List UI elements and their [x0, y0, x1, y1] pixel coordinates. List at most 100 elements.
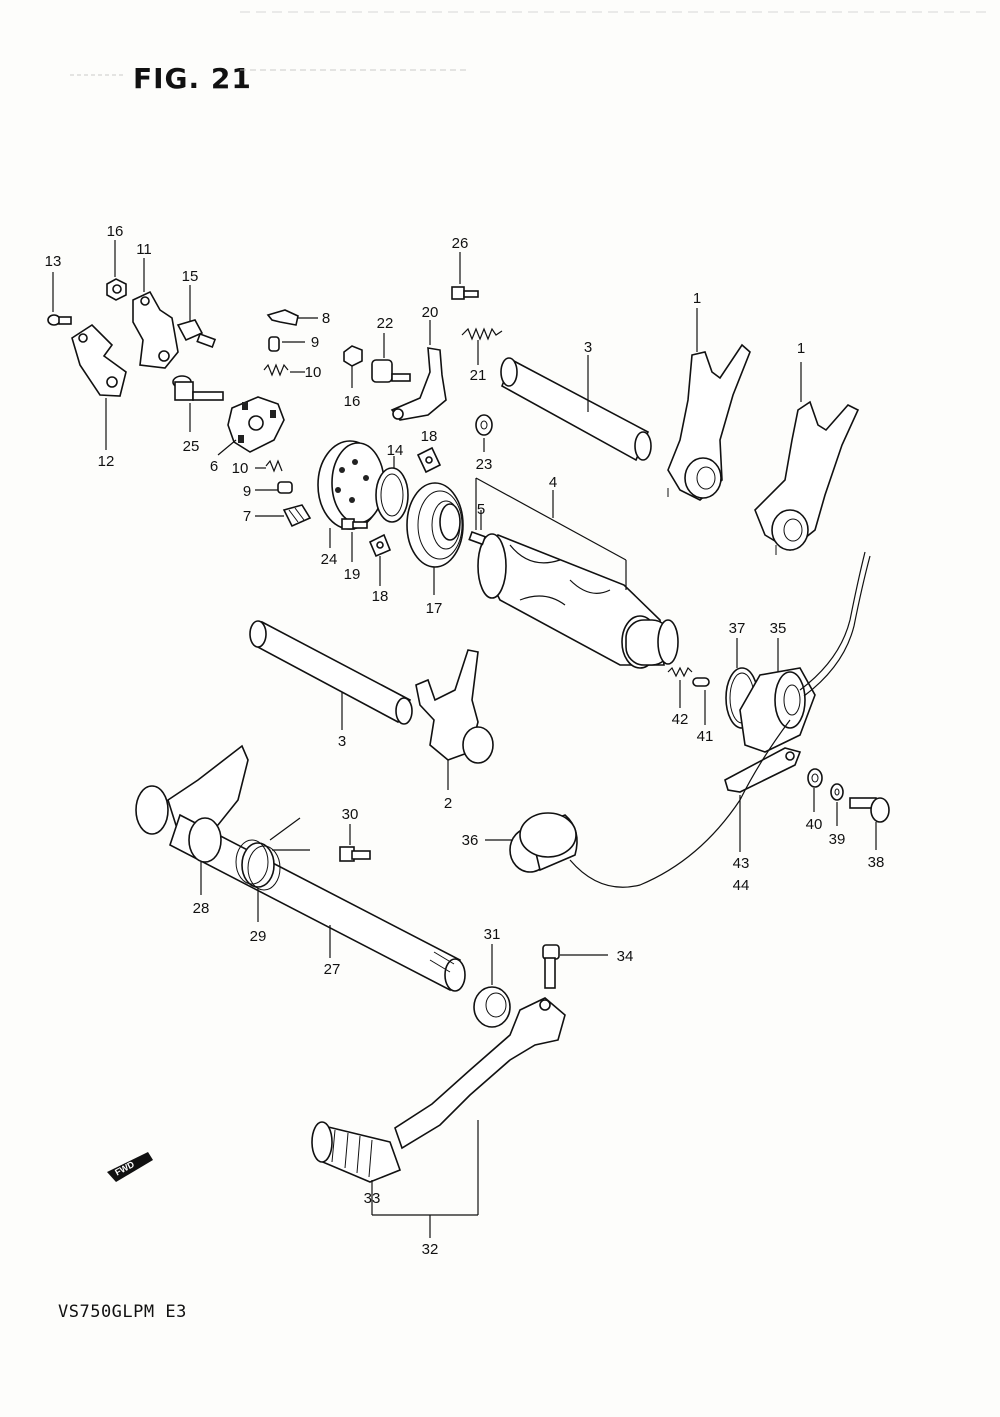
callout-10: 10 — [232, 460, 249, 477]
part-42-spring — [667, 666, 693, 708]
callout-30: 30 — [342, 806, 359, 823]
callout-11: 11 — [136, 241, 152, 258]
part-24-cam-plate — [317, 440, 385, 548]
callout-37: 37 — [729, 620, 746, 637]
callout-36: 36 — [462, 832, 479, 849]
part-18-plate-lower — [368, 533, 392, 586]
callout-3: 3 — [338, 733, 346, 750]
part-41-pin — [692, 677, 710, 725]
figure-title: FIG. 21 — [133, 62, 252, 95]
callout-23: 23 — [476, 456, 493, 473]
part-1-fork-a — [667, 308, 751, 501]
part-34-bolt — [542, 944, 608, 989]
part-31-oil-seal — [473, 944, 511, 1028]
callout-labels: 1 1 2 3 3 4 5 6 7 8 9 9 10 10 11 12 13 1… — [45, 223, 885, 1258]
part-9-pin-upper — [268, 336, 305, 352]
callout-18: 18 — [372, 588, 389, 605]
part-19-screw — [341, 518, 368, 562]
part-7-plate — [255, 504, 312, 528]
callout-27: 27 — [324, 961, 341, 978]
callout-20: 20 — [422, 304, 439, 321]
callout-16: 16 — [107, 223, 124, 240]
part-11-stopper-arm — [132, 258, 179, 369]
callout-9: 9 — [243, 483, 251, 500]
callout-31: 31 — [484, 926, 501, 943]
part-4-shift-drum — [468, 477, 679, 669]
part-8-pawl — [266, 309, 318, 326]
part-18-plate-upper — [416, 446, 442, 474]
part-40-washer — [807, 768, 823, 812]
part-17-bearing — [406, 482, 464, 595]
callout-7: 7 — [243, 508, 251, 525]
callout-41: 41 — [697, 728, 714, 745]
part-39-washer — [830, 783, 844, 826]
callout-38: 38 — [868, 854, 885, 871]
callout-22: 22 — [377, 315, 394, 332]
callout-25: 25 — [183, 438, 200, 455]
callout-3: 3 — [584, 339, 592, 356]
part-3-shaft-upper — [500, 355, 652, 462]
callout-10: 10 — [305, 364, 322, 381]
part-27-shift-shaft — [135, 744, 466, 992]
part-26-bolt — [451, 252, 479, 300]
callout-4: 4 — [549, 474, 557, 491]
callout-18: 18 — [421, 428, 438, 445]
part-15-bolt — [176, 285, 217, 349]
part-16-nut-lower — [343, 345, 363, 388]
callout-15: 15 — [182, 268, 199, 285]
part-10-spring-upper — [263, 363, 305, 377]
part-6-cam — [217, 396, 285, 456]
part-10-spring-lower — [255, 459, 283, 473]
part-3-shaft-lower — [249, 620, 413, 730]
part-13-screw — [47, 272, 72, 326]
callout-2: 2 — [444, 795, 452, 812]
part-22-bolt — [371, 333, 411, 383]
part-25-bolt — [172, 375, 224, 432]
callout-1: 1 — [797, 340, 805, 357]
callout-42: 42 — [672, 711, 689, 728]
callout-40: 40 — [806, 816, 823, 833]
part-12-plate — [71, 323, 127, 450]
callout-32: 32 — [422, 1241, 439, 1258]
part-20-bracket — [390, 320, 447, 421]
callout-26: 26 — [452, 235, 469, 252]
part-16-nut — [106, 240, 127, 301]
callout-17: 17 — [426, 600, 443, 617]
callout-6: 6 — [210, 458, 218, 475]
callout-28: 28 — [193, 900, 210, 917]
part-35-neutral-switch — [739, 551, 871, 753]
part-28-bush — [188, 817, 222, 895]
part-23-washer — [475, 414, 493, 452]
part-36-sensor — [485, 812, 578, 873]
callout-35: 35 — [770, 620, 787, 637]
callout-34: 34 — [617, 948, 634, 965]
fwd-arrow-icon: FWD — [107, 1152, 153, 1182]
part-9-pin-lower — [255, 481, 293, 494]
callout-33: 33 — [364, 1190, 381, 1207]
callout-13: 13 — [45, 253, 62, 270]
callout-8: 8 — [322, 310, 330, 327]
callout-39: 39 — [829, 831, 846, 848]
callout-24: 24 — [321, 551, 338, 568]
part-33-foot-peg-rubber — [311, 1121, 402, 1215]
callout-9: 9 — [311, 334, 319, 351]
part-14-ring — [375, 456, 409, 523]
part-29-spring — [235, 817, 310, 922]
part-30-stud — [339, 824, 371, 862]
callout-19: 19 — [344, 566, 361, 583]
callout-1: 1 — [693, 290, 701, 307]
callout-16: 16 — [344, 393, 361, 410]
callout-5: 5 — [477, 501, 485, 518]
part-1-fork-b — [754, 362, 860, 555]
part-43-clamp — [569, 719, 802, 888]
part-21-spring — [461, 327, 503, 365]
callout-43: 43 — [733, 855, 750, 872]
callout-12: 12 — [98, 453, 115, 470]
callout-29: 29 — [250, 928, 267, 945]
model-code: VS750GLPM E3 — [58, 1302, 187, 1322]
part-2-fork — [415, 649, 494, 790]
part-38-bolt — [849, 797, 890, 850]
callout-21: 21 — [470, 367, 487, 384]
